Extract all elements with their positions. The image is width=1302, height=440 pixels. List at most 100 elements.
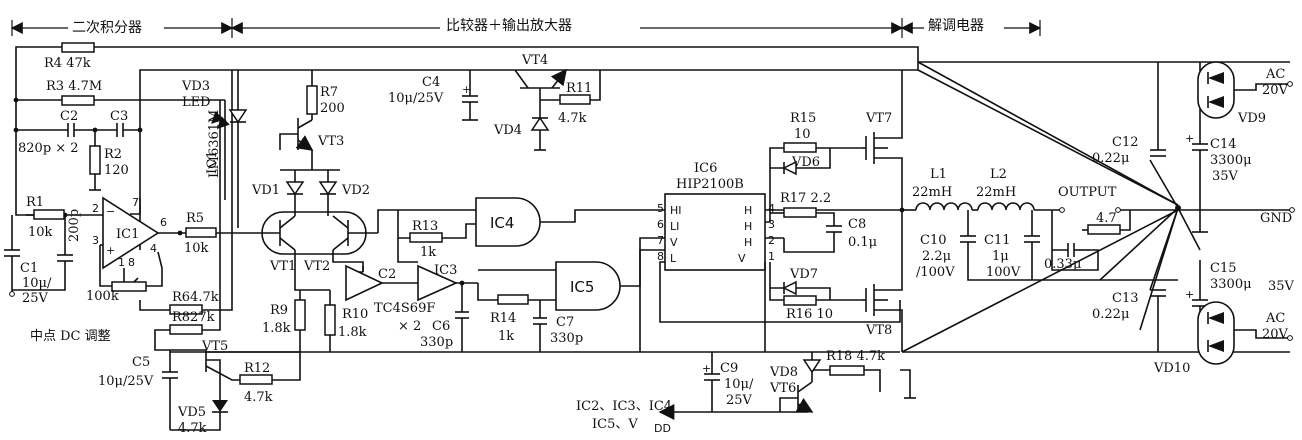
svg-text:C1: C1 bbox=[20, 261, 38, 276]
svg-text:C2: C2 bbox=[378, 267, 396, 282]
svg-text:TC4S69F: TC4S69F bbox=[374, 301, 435, 316]
svg-text:2: 2 bbox=[768, 234, 775, 247]
svg-text:R12: R12 bbox=[244, 361, 270, 376]
label-supply-1: IC2、IC3、IC4 bbox=[576, 399, 672, 414]
svg-text:+: + bbox=[106, 244, 115, 257]
vd9-rectifier bbox=[1197, 61, 1235, 119]
svg-text:820p × 2: 820p × 2 bbox=[18, 141, 79, 156]
svg-text:8: 8 bbox=[657, 250, 664, 263]
resistor-r11 bbox=[559, 94, 591, 105]
svg-text:R15: R15 bbox=[790, 111, 816, 126]
svg-text:4.7k: 4.7k bbox=[244, 390, 273, 405]
svg-text:VD3: VD3 bbox=[181, 79, 210, 94]
svg-text:330p: 330p bbox=[550, 331, 583, 346]
svg-text:3: 3 bbox=[768, 218, 775, 231]
svg-text:0.33μ: 0.33μ bbox=[1044, 257, 1081, 272]
svg-text:10μ/25V: 10μ/25V bbox=[388, 91, 444, 106]
svg-text:200p: 200p bbox=[67, 209, 82, 242]
svg-text:1k: 1k bbox=[498, 329, 514, 344]
svg-text:120: 120 bbox=[104, 163, 129, 178]
svg-text:VT1: VT1 bbox=[269, 259, 296, 274]
svg-text:0.22μ: 0.22μ bbox=[1092, 151, 1129, 166]
resistor-r10 bbox=[324, 304, 336, 336]
label-r4: R4 47k bbox=[44, 56, 91, 71]
svg-text:22mH: 22mH bbox=[976, 185, 1016, 200]
ic4-and-gate bbox=[475, 197, 541, 247]
svg-text:C14: C14 bbox=[1210, 137, 1237, 152]
component-labels: R4 47k R3 4.7M C2 C3 820p × 2 R2 120 R1 … bbox=[18, 53, 1295, 436]
resistor-r8 bbox=[169, 324, 203, 335]
label-output: OUTPUT bbox=[1058, 185, 1117, 200]
svg-text:H: H bbox=[744, 204, 752, 217]
svg-text:VT8: VT8 bbox=[865, 323, 892, 338]
resistor-r4 bbox=[61, 42, 95, 53]
svg-text:R11: R11 bbox=[566, 81, 592, 96]
inductor-l1 bbox=[915, 202, 973, 211]
svg-text:AC: AC bbox=[1265, 67, 1285, 82]
resistor-r14 bbox=[497, 294, 529, 305]
svg-text:7: 7 bbox=[132, 196, 139, 209]
svg-text:4: 4 bbox=[150, 242, 157, 255]
svg-text:IC4: IC4 bbox=[490, 214, 514, 232]
svg-text:10μ/: 10μ/ bbox=[22, 276, 52, 291]
svg-text:L2: L2 bbox=[990, 167, 1007, 182]
ic6-body bbox=[664, 193, 766, 271]
svg-text:6: 6 bbox=[160, 216, 167, 229]
svg-text:+: + bbox=[1185, 288, 1194, 301]
svg-text:1: 1 bbox=[118, 256, 125, 269]
svg-text:6: 6 bbox=[657, 218, 664, 231]
svg-text:VT6: VT6 bbox=[769, 381, 796, 396]
svg-text:R16 10: R16 10 bbox=[786, 307, 833, 322]
svg-text:V: V bbox=[738, 252, 746, 265]
svg-text:22mH: 22mH bbox=[912, 185, 952, 200]
svg-text:C8: C8 bbox=[848, 217, 866, 232]
svg-text:VD2: VD2 bbox=[341, 183, 370, 198]
svg-text:C9: C9 bbox=[720, 361, 738, 376]
svg-text:C13: C13 bbox=[1112, 291, 1139, 306]
svg-text:+: + bbox=[702, 362, 711, 375]
svg-text:VT4: VT4 bbox=[521, 53, 548, 68]
resistor-r9 bbox=[294, 299, 306, 331]
svg-text:IC3: IC3 bbox=[434, 263, 457, 278]
resistor-r2 bbox=[89, 145, 101, 175]
svg-text:35V: 35V bbox=[1268, 279, 1295, 294]
resistor-r18 bbox=[829, 365, 865, 376]
comparator-logic: IC4 IC5 bbox=[345, 197, 665, 352]
svg-text:/100V: /100V bbox=[916, 265, 955, 280]
resistor-4.7 bbox=[1087, 224, 1121, 235]
resistor-r17 bbox=[783, 207, 817, 218]
lc-filter bbox=[902, 202, 1295, 281]
svg-text:35V: 35V bbox=[1212, 169, 1239, 184]
ic1-opamp: IC1 − + 2 3 7 6 4 1 8 bbox=[4, 186, 183, 297]
svg-text:2: 2 bbox=[92, 202, 99, 215]
svg-text:C3: C3 bbox=[110, 109, 128, 124]
bottom-rail: + bbox=[170, 351, 916, 420]
svg-text:R9: R9 bbox=[270, 303, 288, 318]
svg-text:VD9: VD9 bbox=[1237, 111, 1266, 126]
svg-text:R5: R5 bbox=[186, 211, 204, 226]
svg-text:25V: 25V bbox=[22, 291, 49, 306]
svg-text:R7: R7 bbox=[320, 85, 338, 100]
svg-text:LED: LED bbox=[182, 95, 211, 110]
svg-text:25V: 25V bbox=[726, 393, 753, 408]
resistor-r15 bbox=[783, 142, 817, 153]
svg-text:IC6: IC6 bbox=[694, 161, 717, 176]
svg-text:C4: C4 bbox=[422, 75, 440, 90]
resistor-r7 bbox=[306, 85, 318, 115]
svg-text:IC1: IC1 bbox=[116, 227, 139, 242]
svg-text:1.8k: 1.8k bbox=[262, 321, 291, 336]
svg-text:HIP2100B: HIP2100B bbox=[676, 177, 744, 192]
svg-text:VD7: VD7 bbox=[789, 267, 818, 282]
svg-text:R17 2.2: R17 2.2 bbox=[780, 191, 831, 206]
svg-text:R2: R2 bbox=[104, 147, 122, 162]
svg-text:1k: 1k bbox=[420, 245, 436, 260]
svg-text:R10: R10 bbox=[342, 307, 368, 322]
svg-text:20V: 20V bbox=[1262, 83, 1289, 98]
svg-text:C10: C10 bbox=[920, 233, 947, 248]
resistor-r12 bbox=[239, 374, 273, 385]
svg-text:× 2: × 2 bbox=[398, 319, 421, 334]
svg-text:H: H bbox=[744, 220, 752, 233]
vd10-rectifier bbox=[1197, 301, 1235, 365]
svg-text:VD8: VD8 bbox=[769, 365, 798, 380]
